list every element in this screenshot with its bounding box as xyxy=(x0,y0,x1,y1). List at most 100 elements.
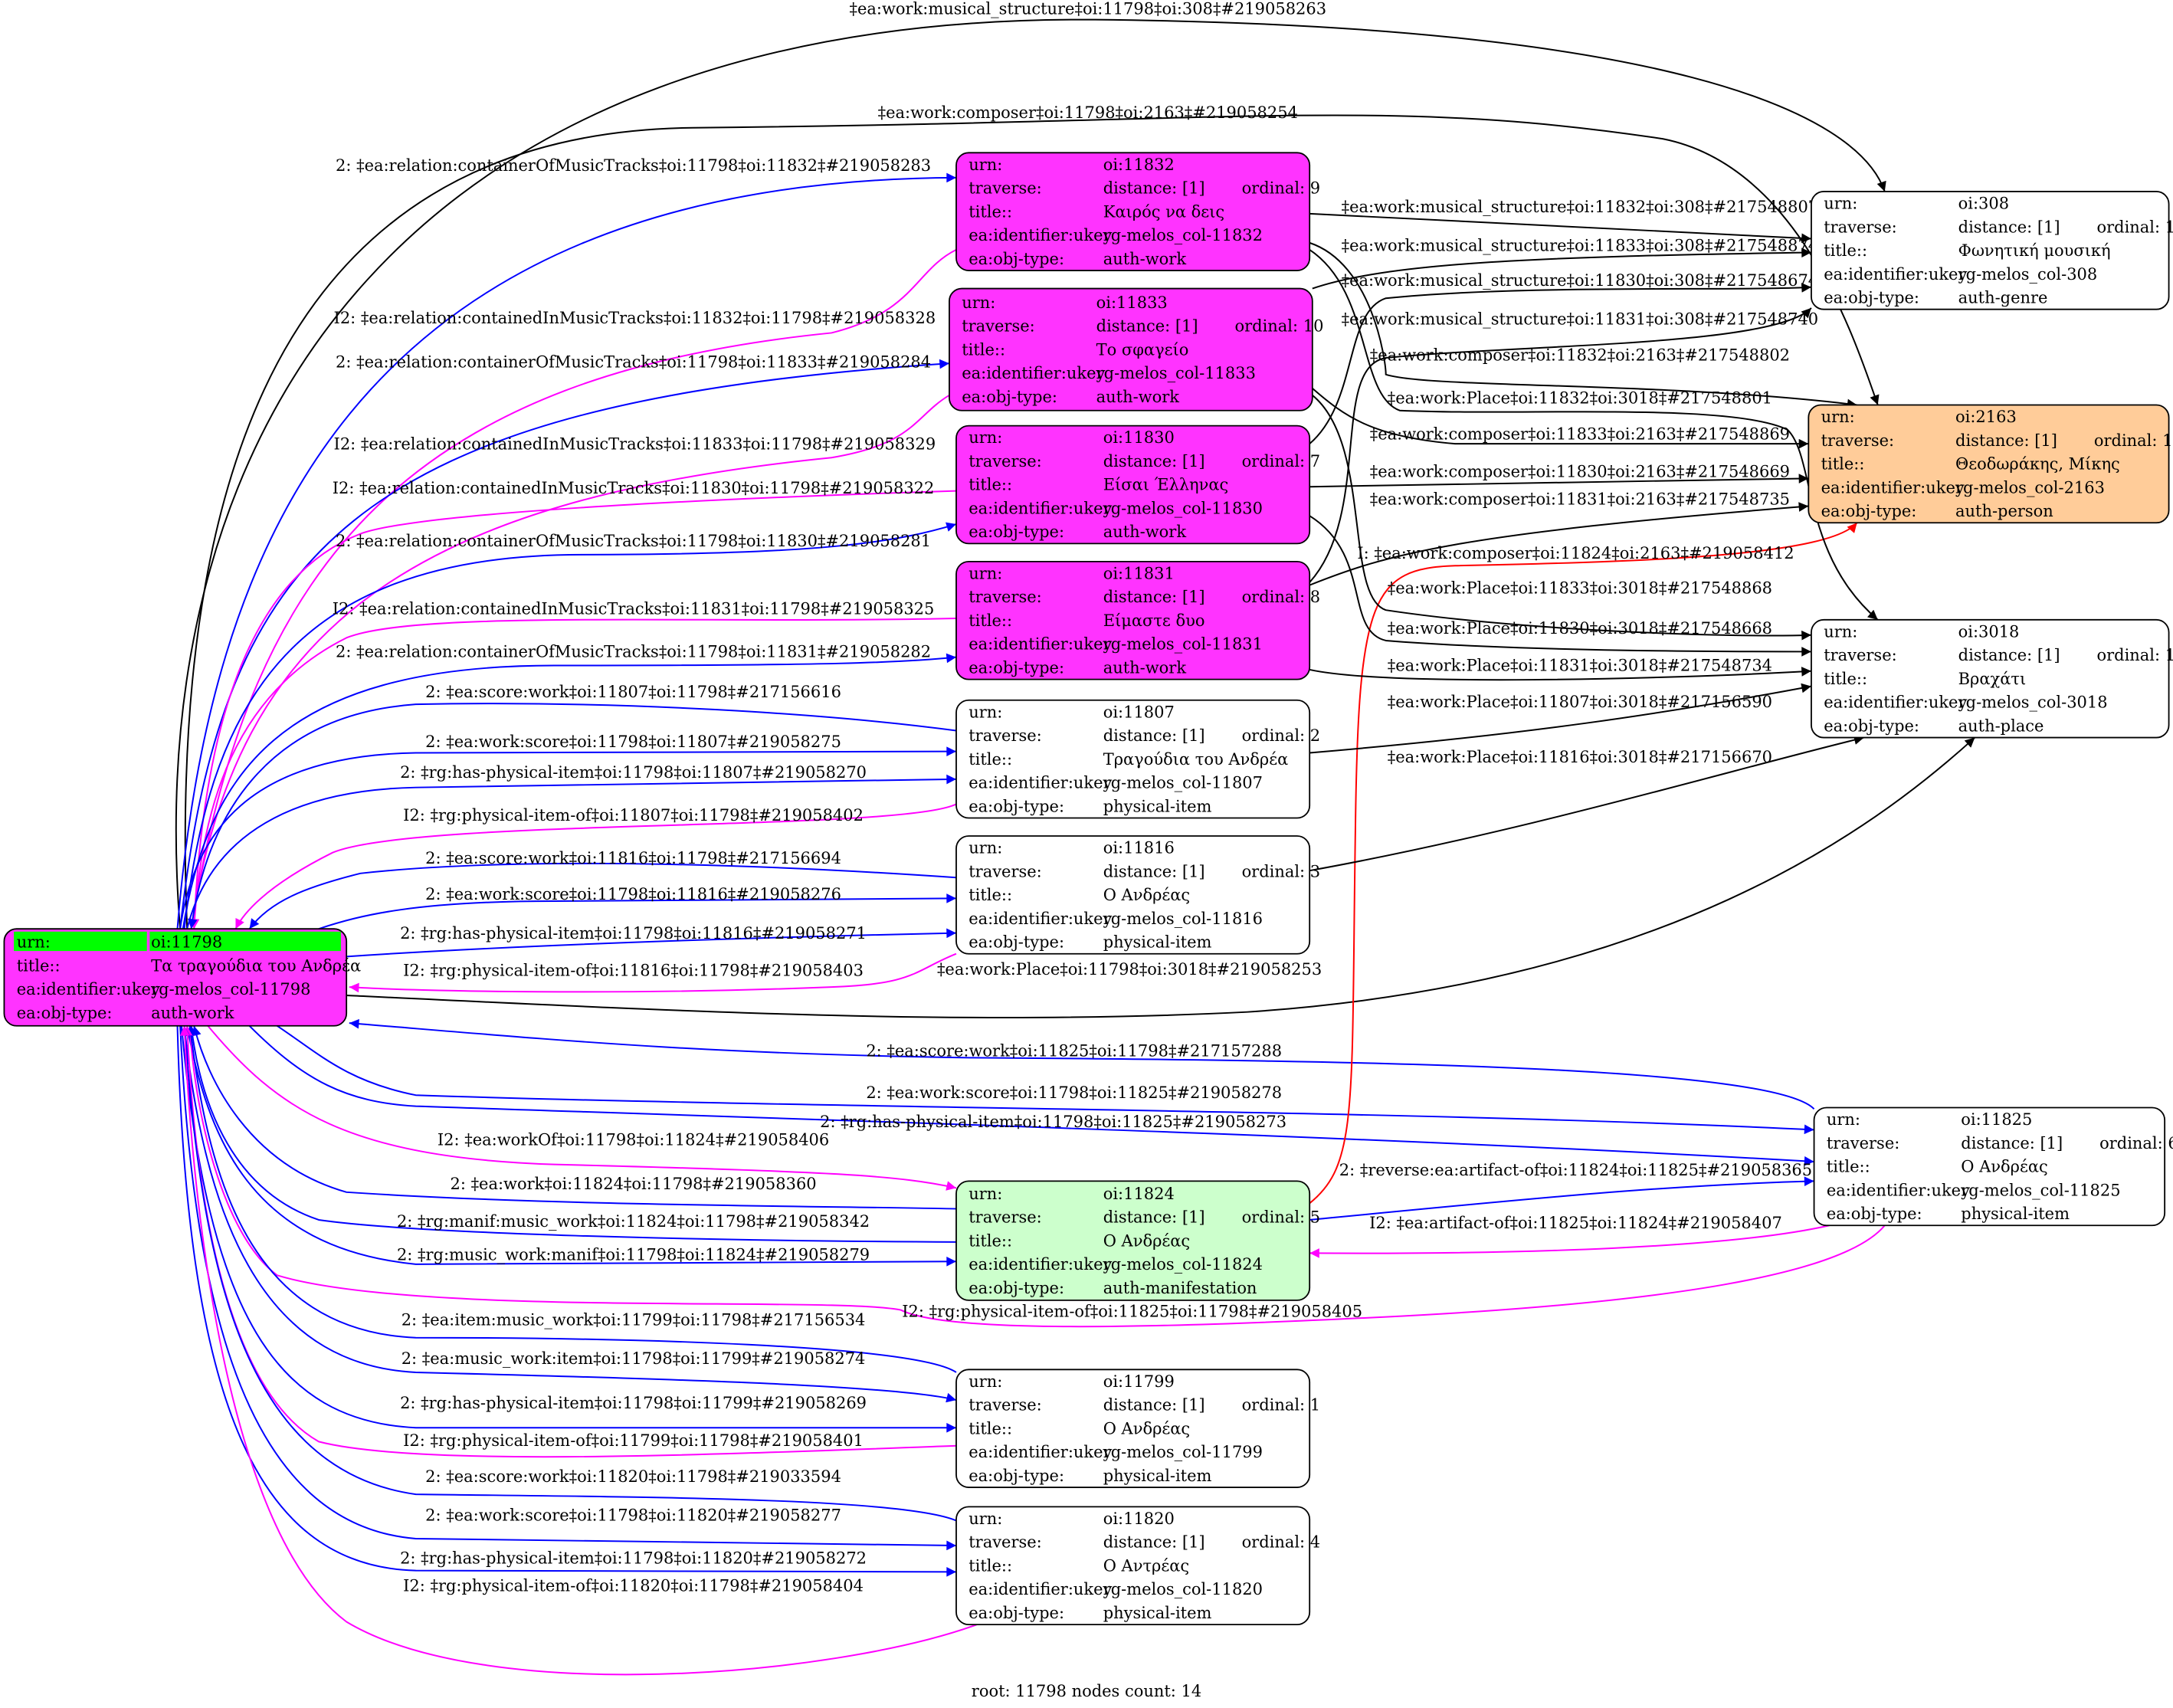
edge-label: I2: ‡ea:artifact-of‡oi:11825‡oi:11824‡#2… xyxy=(1369,1214,1782,1232)
graph-footer: root: 11798 nodes count: 14 xyxy=(972,1682,1201,1700)
edge-label: ‡ea:work:musical_structure‡oi:11832‡oi:3… xyxy=(1342,198,1819,216)
node-field-value: Τα τραγούδια του Ανδρέα xyxy=(151,956,361,975)
edge-arrow xyxy=(186,1025,956,1267)
node-box xyxy=(955,1369,1311,1488)
node-field-ordinal: ordinal: 9 xyxy=(1242,179,1321,198)
node-field-value: Ο Ανδρέας xyxy=(1103,1231,1190,1250)
node-field-value: Ο Ανδρέας xyxy=(1103,886,1190,904)
node-field-value: oi:11824 xyxy=(1103,1185,1175,1203)
node-field-value: oi:11830 xyxy=(1103,428,1175,447)
node-field-key: traverse: xyxy=(1821,431,1894,450)
node-field-key: ea:identifier:ukey xyxy=(1824,693,1967,712)
node-field-key: traverse: xyxy=(969,726,1041,745)
node-field-value: distance: [1] xyxy=(1103,179,1205,198)
node-field-key: ea:obj-type: xyxy=(1824,716,1919,735)
node-field-key: urn: xyxy=(1824,622,1857,641)
graph-edge: ‡ea:work:musical_structure‡oi:11831‡oi:3… xyxy=(1309,307,1818,583)
node-field-key: ea:obj-type: xyxy=(969,658,1064,677)
graph-edge: ‡ea:work:Place‡oi:11830‡oi:3018‡#2175486… xyxy=(1309,515,1811,657)
node-field-value: Φωνητική μουσική xyxy=(1958,241,2111,260)
node-field-key: urn: xyxy=(969,1372,1002,1391)
node-field-value: oi:3018 xyxy=(1958,622,2020,641)
edge-label: 2: ‡rg:has-physical-item‡oi:11798‡oi:118… xyxy=(400,924,867,943)
edge-label: 2: ‡rg:has-physical-item‡oi:11798‡oi:118… xyxy=(400,1549,867,1568)
node-field-value: rg-melos_col-11824 xyxy=(1103,1255,1263,1274)
edge-label: 2: ‡ea:work:score‡oi:11798‡oi:11820‡#219… xyxy=(425,1506,841,1524)
node-field-value: distance: [1] xyxy=(1961,1134,2063,1152)
node-box xyxy=(949,287,1313,411)
node-field-value: distance: [1] xyxy=(1103,588,1205,606)
edge-arrow xyxy=(1309,474,1809,488)
node-field-value: auth-person xyxy=(1955,502,2053,520)
edge-arrow xyxy=(179,746,956,929)
node-field-key: traverse: xyxy=(969,179,1041,198)
graph-edge: ‡ea:work:composer‡oi:11798‡oi:2163‡#2190… xyxy=(184,103,1880,929)
edge-label: I2: ‡ea:relation:containedInMusicTracks‡… xyxy=(334,434,936,453)
edge-label: ‡ea:work:musical_structure‡oi:11798‡oi:3… xyxy=(850,0,1327,18)
node-field-ordinal: ordinal: 8 xyxy=(1242,588,1321,606)
graph-edge: 2: ‡ea:music_work:item‡oi:11798‡oi:11799… xyxy=(183,1025,957,1403)
node-field-value: rg-melos_col-11832 xyxy=(1103,226,1263,244)
edge-arrow xyxy=(318,893,956,930)
node-field-key: traverse: xyxy=(1827,1134,1899,1152)
node-field-key: ea:obj-type: xyxy=(17,1004,113,1022)
node-field-key: ea:obj-type: xyxy=(1827,1205,1922,1223)
edge-arrow xyxy=(1312,395,1811,641)
edge-arrow xyxy=(182,653,957,929)
edge-label: I2: ‡ea:workOf‡oi:11798‡oi:11824‡#219058… xyxy=(438,1130,829,1149)
node-field-key: ea:identifier:ukey xyxy=(969,635,1112,654)
node-field-key: ea:identifier:ukey xyxy=(969,499,1112,517)
edge-label: ‡ea:work:Place‡oi:11830‡oi:3018‡#2175486… xyxy=(1388,619,1772,638)
node-field-value: oi:11798 xyxy=(151,933,222,952)
edge-arrow xyxy=(185,1025,1886,1328)
node-field-value: rg-melos_col-11833 xyxy=(1096,364,1256,382)
node-field-value: Θεοδωράκης, Μίκης xyxy=(1955,455,2120,474)
graph-edge: ‡ea:work:composer‡oi:11833‡oi:2163‡#2175… xyxy=(1312,388,1809,449)
graph-edge: ‡ea:work:Place‡oi:11833‡oi:3018‡#2175488… xyxy=(1312,395,1811,641)
edge-arrow xyxy=(1309,502,1809,586)
edge-label: ‡ea:work:Place‡oi:11833‡oi:3018‡#2175488… xyxy=(1388,579,1772,597)
edge-label: ‡ea:work:composer‡oi:11798‡oi:2163‡#2190… xyxy=(878,103,1298,122)
node-field-key: urn: xyxy=(969,839,1002,857)
edge-arrow xyxy=(186,774,956,929)
edge-arrow xyxy=(346,736,1976,1019)
node-field-value: rg-melos_col-11820 xyxy=(1103,1580,1263,1598)
edge-label: 2: ‡ea:relation:containerOfMusicTracks‡o… xyxy=(336,156,931,175)
node-field-key: title:: xyxy=(1824,670,1867,688)
edge-label: 2: ‡ea:music_work:item‡oi:11798‡oi:11799… xyxy=(401,1349,866,1368)
node-field-value: distance: [1] xyxy=(1958,646,2060,664)
edge-arrow xyxy=(1309,515,1811,657)
node-field-key: ea:obj-type: xyxy=(969,1279,1064,1297)
graph-edge: ‡ea:work:musical_structure‡oi:11830‡oi:3… xyxy=(1309,271,1818,444)
node-field-key: urn: xyxy=(969,156,1002,174)
node-field-value: distance: [1] xyxy=(1103,1396,1205,1415)
edge-label: ‡ea:work:composer‡oi:11830‡oi:2163‡#2175… xyxy=(1370,463,1790,481)
edge-label: ‡ea:work:Place‡oi:11807‡oi:3018‡#2171565… xyxy=(1388,693,1772,711)
graph-edge: 2: ‡reverse:ea:artifact-of‡oi:11824‡oi:1… xyxy=(1309,1161,1814,1221)
edge-arrow xyxy=(179,1025,956,1551)
graph-edge: 2: ‡ea:item:music_work‡oi:11799‡oi:11798… xyxy=(185,1025,957,1373)
node-field-value: physical-item xyxy=(1103,933,1212,952)
graph-edge: 2: ‡ea:work:score‡oi:11798‡oi:11825‡#219… xyxy=(277,1024,1814,1135)
edge-arrow xyxy=(179,359,950,929)
graph-edge: 2: ‡ea:work‡oi:11824‡oi:11798‡#219058360 xyxy=(192,1025,957,1210)
node-field-key: traverse: xyxy=(1824,646,1896,664)
node-field-key: title:: xyxy=(1824,241,1867,260)
node-field-key: ea:obj-type: xyxy=(1824,289,1919,307)
node-field-value: oi:11799 xyxy=(1103,1372,1175,1391)
